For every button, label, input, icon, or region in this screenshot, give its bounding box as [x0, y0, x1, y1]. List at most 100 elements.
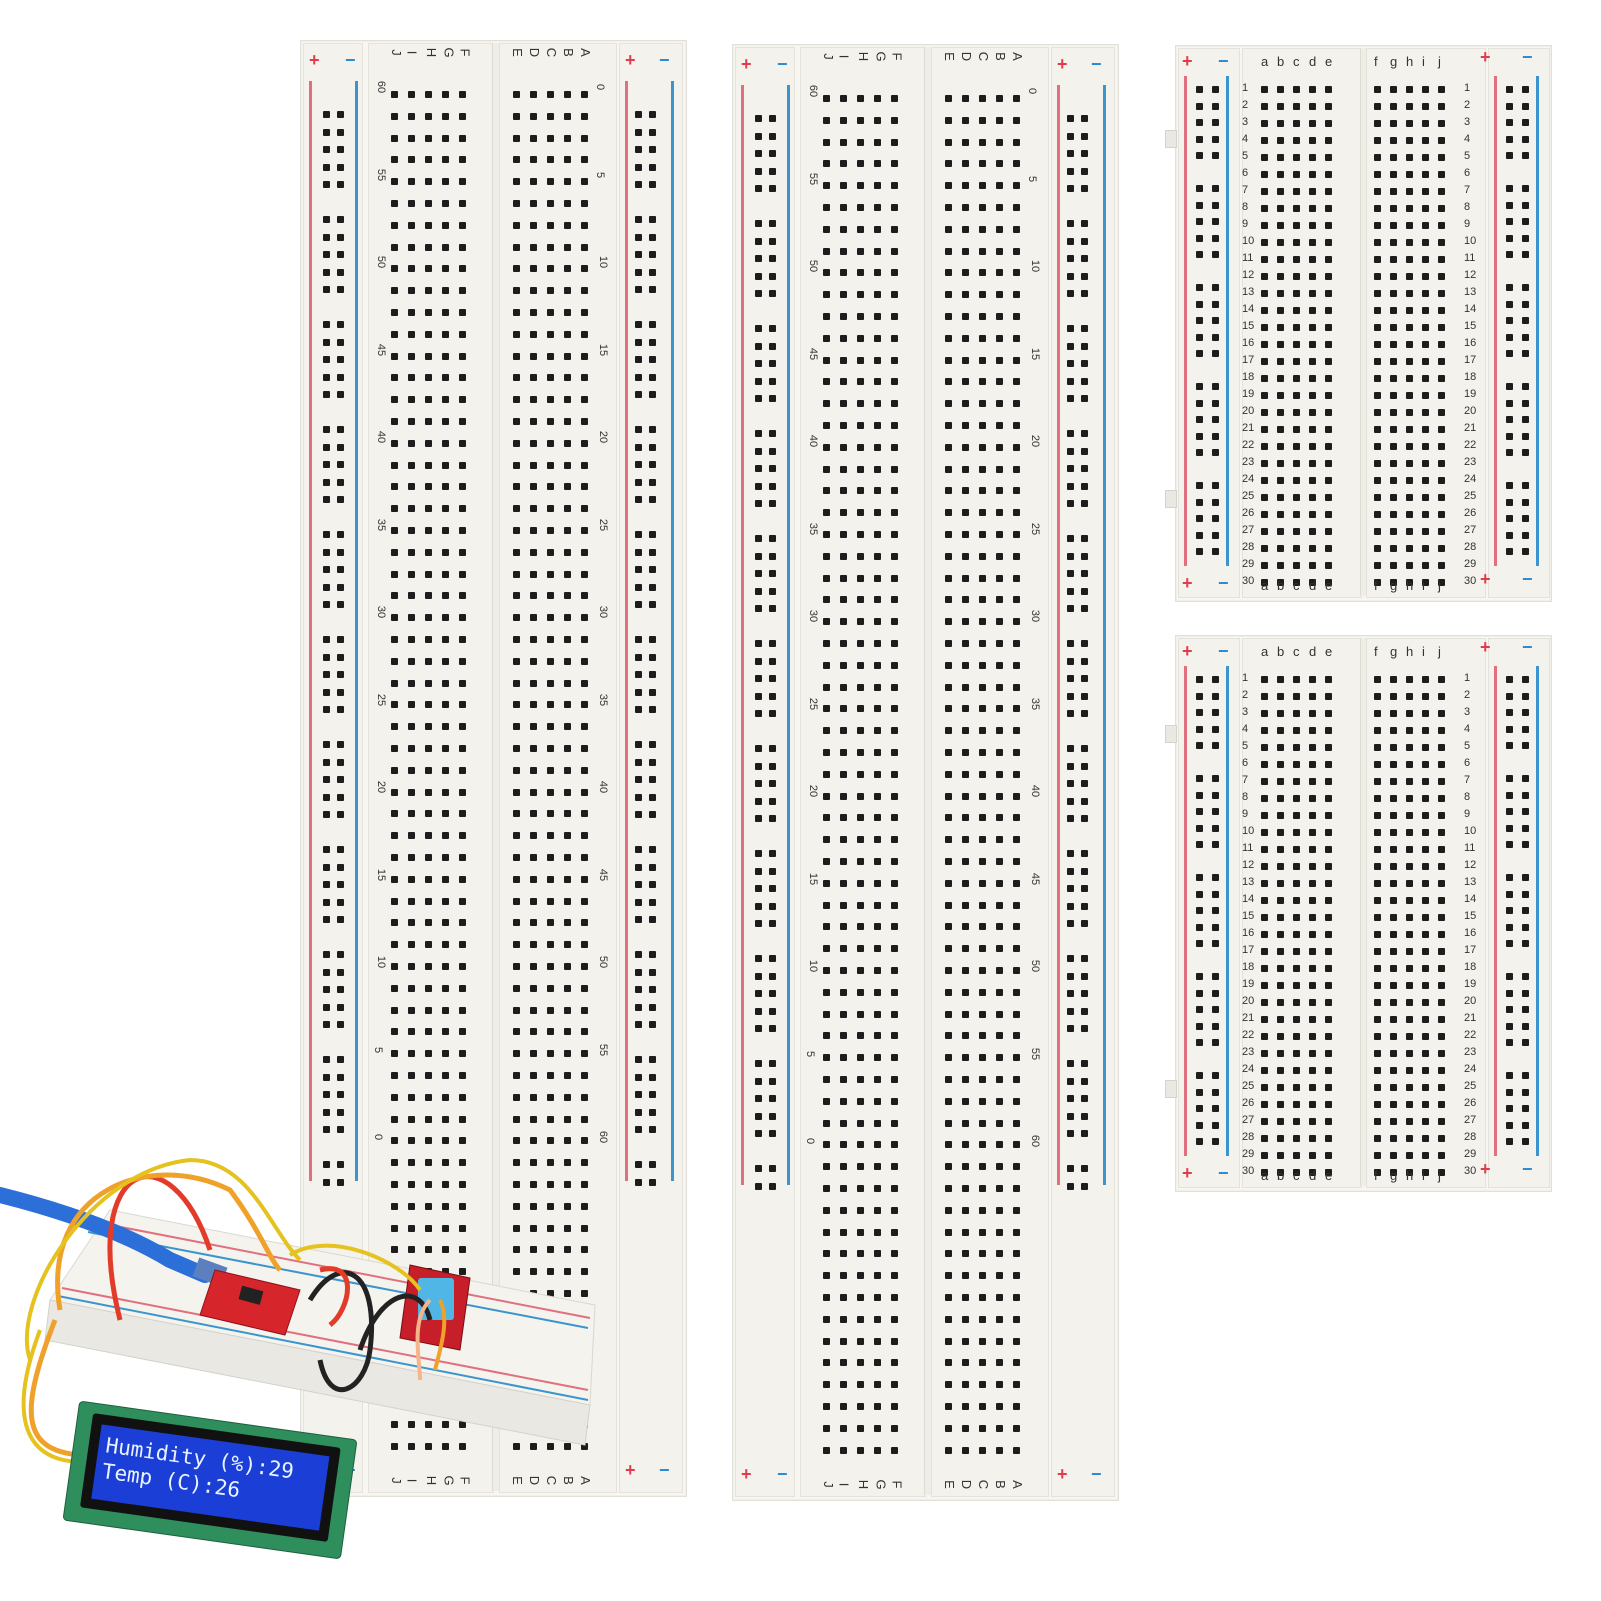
terminal-strip-left — [1242, 48, 1362, 598]
breadboard-hole — [1067, 990, 1074, 997]
breadboard-hole — [1422, 86, 1429, 93]
breadboard-hole — [1293, 931, 1300, 938]
row-number-label: 16 — [1242, 927, 1255, 939]
breadboard-hole — [1081, 132, 1088, 140]
breadboard-hole — [635, 286, 642, 293]
breadboard-hole — [823, 378, 830, 386]
breadboard-hole — [530, 396, 537, 404]
breadboard-hole — [1293, 494, 1300, 501]
breadboard-hole — [1309, 273, 1316, 280]
column-letter-label: e — [1325, 1168, 1333, 1183]
breadboard-hole — [891, 1032, 898, 1040]
breadboard-hole — [1067, 640, 1074, 647]
breadboard-hole — [962, 836, 969, 844]
breadboard-hole — [1325, 1101, 1332, 1108]
row-number-label: 14 — [1242, 303, 1255, 315]
breadboard-hole — [564, 1246, 571, 1254]
breadboard-hole — [1081, 902, 1088, 910]
power-rail-right — [1488, 48, 1550, 598]
breadboard-hole — [459, 374, 466, 382]
breadboard-hole — [1374, 392, 1381, 399]
breadboard-hole — [1293, 795, 1300, 802]
breadboard-hole — [857, 1163, 864, 1171]
breadboard-hole — [391, 1028, 398, 1036]
breadboard-hole — [979, 1163, 986, 1171]
breadboard-hole — [1293, 358, 1300, 365]
breadboard-hole — [1261, 205, 1268, 212]
breadboard-hole — [1325, 545, 1332, 552]
breadboard-hole — [337, 916, 344, 923]
breadboard-hole — [962, 1403, 969, 1410]
breadboard-hole — [564, 200, 571, 207]
breadboard-hole — [547, 723, 554, 731]
breadboard-hole — [1422, 1067, 1429, 1074]
breadboard-hole — [408, 919, 415, 927]
breadboard-hole — [840, 334, 847, 342]
breadboard-hole — [1374, 562, 1381, 569]
breadboard-hole — [823, 1010, 830, 1018]
breadboard-hole — [1422, 897, 1429, 904]
breadboard-hole — [459, 309, 466, 316]
breadboard-hole — [891, 552, 898, 560]
breadboard-hole — [979, 182, 986, 190]
breadboard-hole — [1422, 1016, 1429, 1023]
row-number-label: 50 — [375, 255, 388, 269]
breadboard-hole — [945, 640, 952, 647]
breadboard-hole — [962, 334, 969, 342]
breadboard-hole — [1013, 182, 1020, 190]
breadboard-hole — [874, 1250, 881, 1258]
breadboard-hole — [1506, 317, 1513, 324]
breadboard-hole — [425, 439, 432, 447]
breadboard-hole — [649, 128, 656, 136]
breadboard-hole — [530, 963, 537, 970]
breadboard-hole — [1212, 218, 1219, 225]
breadboard-hole — [1522, 102, 1529, 110]
breadboard-hole — [649, 601, 656, 608]
breadboard-hole — [564, 243, 571, 251]
breadboard-hole — [1374, 931, 1381, 938]
breadboard-hole — [1438, 982, 1445, 989]
breadboard-hole — [513, 352, 520, 360]
breadboard-hole — [755, 570, 762, 577]
breadboard-hole — [840, 269, 847, 277]
breadboard-hole — [1390, 392, 1397, 399]
breadboard-hole — [323, 881, 330, 888]
breadboard-hole — [1013, 1381, 1020, 1389]
breadboard-hole — [1406, 307, 1413, 314]
blue-rail-line — [787, 85, 790, 625]
row-number-label: 55 — [597, 1043, 610, 1056]
breadboard-hole — [323, 1003, 330, 1011]
row-number-label: 40 — [375, 430, 388, 444]
breadboard-hole — [1309, 324, 1316, 331]
breadboard-hole — [1212, 1121, 1219, 1129]
breadboard-hole — [547, 1202, 554, 1210]
breadboard-hole — [581, 919, 588, 927]
breadboard-hole — [425, 766, 432, 774]
breadboard-hole — [1196, 742, 1203, 749]
breadboard-hole — [564, 788, 571, 796]
breadboard-hole — [1309, 846, 1316, 853]
breadboard-hole — [823, 945, 830, 953]
plus-symbol: + — [1480, 1159, 1491, 1179]
breadboard-hole — [1390, 693, 1397, 700]
breadboard-hole — [564, 832, 571, 840]
breadboard-hole — [1212, 482, 1219, 489]
breadboard-hole — [391, 963, 398, 970]
breadboard-hole — [1013, 574, 1020, 582]
breadboard-hole — [459, 483, 466, 491]
breadboard-hole — [1309, 1169, 1316, 1176]
breadboard-hole — [1522, 1121, 1529, 1129]
plus-symbol: + — [1057, 1464, 1068, 1484]
breadboard-hole — [769, 902, 776, 910]
row-number-label: 15 — [1029, 347, 1042, 360]
breadboard-hole — [649, 881, 656, 888]
breadboard-hole — [323, 566, 330, 573]
row-number-label: 23 — [1464, 1046, 1477, 1058]
breadboard-hole — [962, 552, 969, 560]
breadboard-hole — [1325, 511, 1332, 518]
breadboard-hole — [755, 1060, 762, 1067]
breadboard-hole — [823, 574, 830, 582]
breadboard-hole — [1261, 171, 1268, 178]
breadboard-hole — [1081, 342, 1088, 350]
row-number-label: 29 — [1464, 1148, 1477, 1160]
